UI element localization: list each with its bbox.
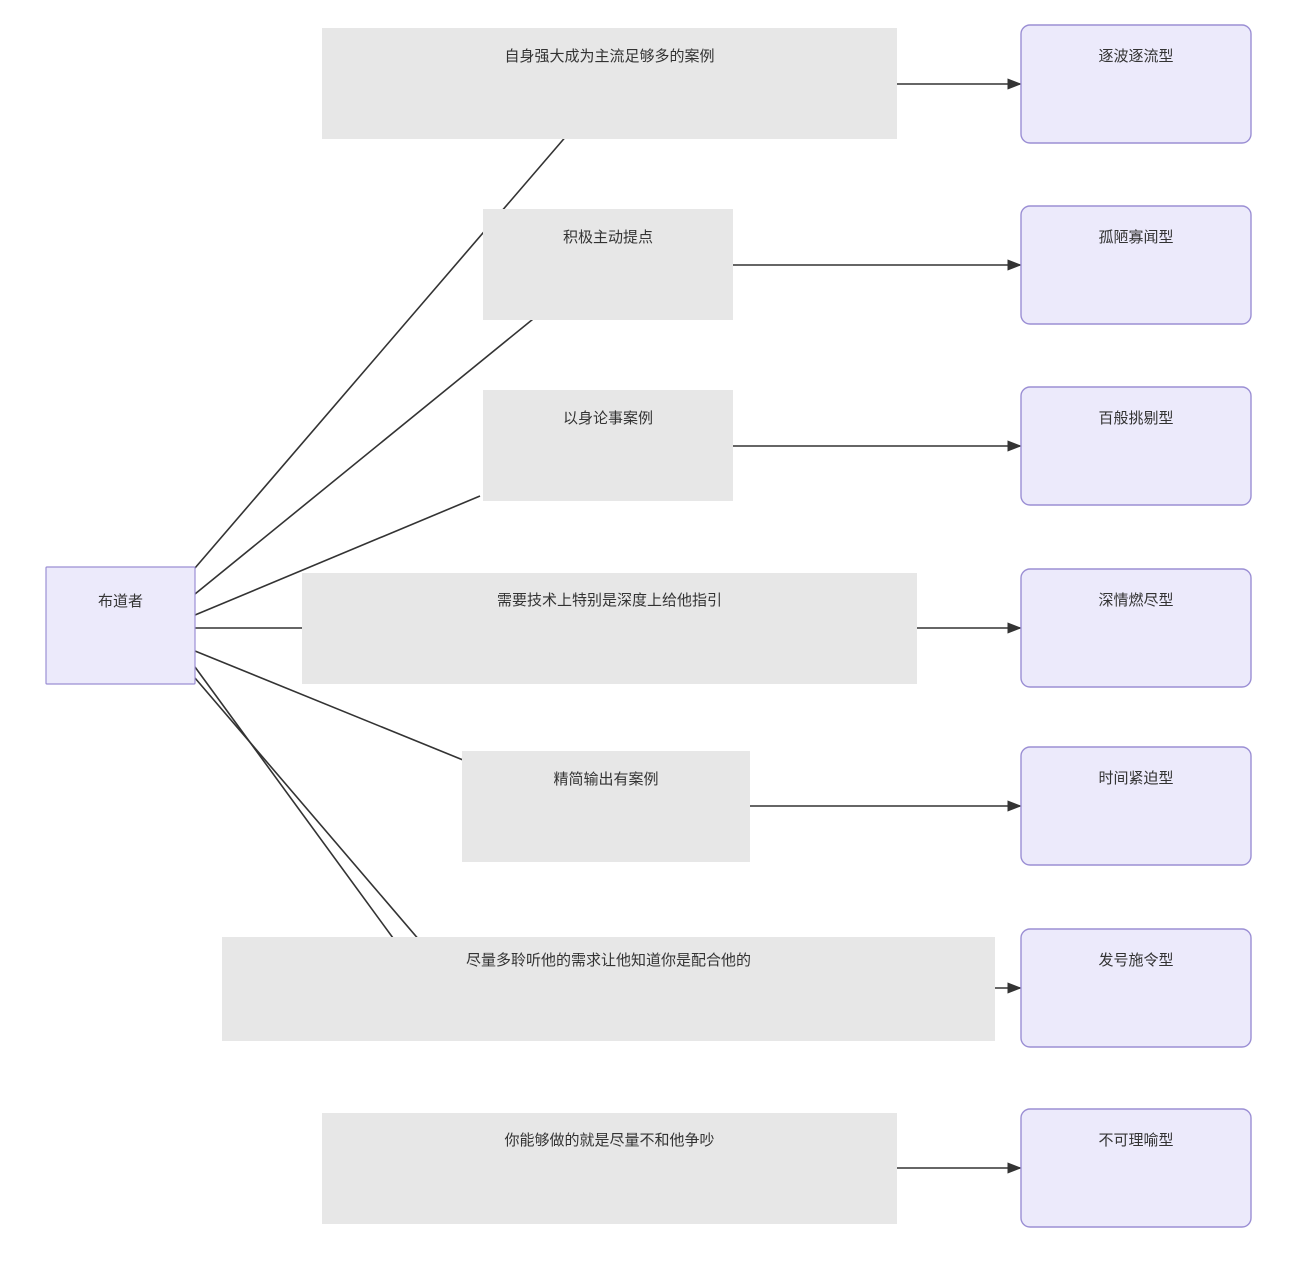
node-leaf-4[interactable]: 深情燃尽型 <box>1020 568 1252 688</box>
node-leaf-6[interactable]: 发号施令型 <box>1020 928 1252 1048</box>
node-middle-7-shape[interactable] <box>322 1113 897 1224</box>
node-root[interactable]: 布道者 <box>45 566 196 685</box>
node-middle-2-shape[interactable] <box>483 209 733 320</box>
node-middle-4[interactable]: 需要技术上特别是深度上给他指引 <box>302 573 917 684</box>
node-leaf-5[interactable]: 时间紧迫型 <box>1020 746 1252 866</box>
node-leaf-1-shape[interactable] <box>1020 24 1252 144</box>
node-middle-1-shape[interactable] <box>322 28 897 139</box>
node-root-label: 布道者 <box>98 593 143 610</box>
node-middle-3-label: 以身论事案例 <box>563 409 653 427</box>
node-middle-5-shape[interactable] <box>462 751 750 862</box>
node-middle-3-shape[interactable] <box>483 390 733 501</box>
node-middle-3[interactable]: 以身论事案例 <box>483 390 733 501</box>
node-middle-6-shape[interactable] <box>222 937 995 1041</box>
node-leaf-6-label: 发号施令型 <box>1098 952 1173 969</box>
node-leaf-7-shape[interactable] <box>1020 1108 1252 1228</box>
node-leaf-1-label: 逐波逐流型 <box>1098 48 1173 65</box>
node-leaf-7-label: 不可理喻型 <box>1098 1132 1173 1149</box>
node-leaf-4-label: 深情燃尽型 <box>1098 591 1173 609</box>
node-middle-2-label: 积极主动提点 <box>563 229 653 246</box>
edge-root-to-middle-1 <box>194 133 569 569</box>
edge-root-to-middle-5 <box>194 650 464 761</box>
node-leaf-3[interactable]: 百般挑剔型 <box>1020 386 1252 506</box>
node-leaf-5-label: 时间紧迫型 <box>1098 770 1173 787</box>
node-leaf-2-shape[interactable] <box>1020 205 1252 325</box>
node-middle-7[interactable]: 你能够做的就是尽量不和他争吵 <box>322 1113 897 1224</box>
edge-root-to-middle-6 <box>194 666 394 939</box>
node-middle-6-label: 尽量多聆听他的需求让他知道你是配合他的 <box>466 952 751 969</box>
node-middle-4-label: 需要技术上特别是深度上给他指引 <box>497 592 722 609</box>
node-leaf-2[interactable]: 孤陋寡闻型 <box>1020 205 1252 325</box>
node-leaf-4-shape[interactable] <box>1020 568 1252 688</box>
node-middle-1[interactable]: 自身强大成为主流足够多的案例 <box>322 28 897 139</box>
node-middle-1-label: 自身强大成为主流足够多的案例 <box>504 47 714 65</box>
edge-root-to-middle-3 <box>194 495 481 616</box>
node-leaf-7[interactable]: 不可理喻型 <box>1020 1108 1252 1228</box>
node-root-shape[interactable] <box>45 566 196 685</box>
node-middle-7-label: 你能够做的就是尽量不和他争吵 <box>504 1131 714 1149</box>
node-leaf-6-shape[interactable] <box>1020 928 1252 1048</box>
edge-root-to-middle-2 <box>194 314 539 595</box>
node-middle-6[interactable]: 尽量多聆听他的需求让他知道你是配合他的 <box>222 937 995 1041</box>
node-middle-5-label: 精简输出有案例 <box>553 770 658 788</box>
node-leaf-3-label: 百般挑剔型 <box>1098 410 1173 427</box>
node-leaf-2-label: 孤陋寡闻型 <box>1098 228 1173 246</box>
node-leaf-3-shape[interactable] <box>1020 386 1252 506</box>
node-leaf-1[interactable]: 逐波逐流型 <box>1020 24 1252 144</box>
node-middle-5[interactable]: 精简输出有案例 <box>462 751 750 862</box>
node-middle-2[interactable]: 积极主动提点 <box>483 209 733 320</box>
node-leaf-5-shape[interactable] <box>1020 746 1252 866</box>
edges-root-to-middle <box>194 133 569 1039</box>
node-middle-4-shape[interactable] <box>302 573 917 684</box>
edges-middle-to-leaf <box>733 78 1022 1174</box>
